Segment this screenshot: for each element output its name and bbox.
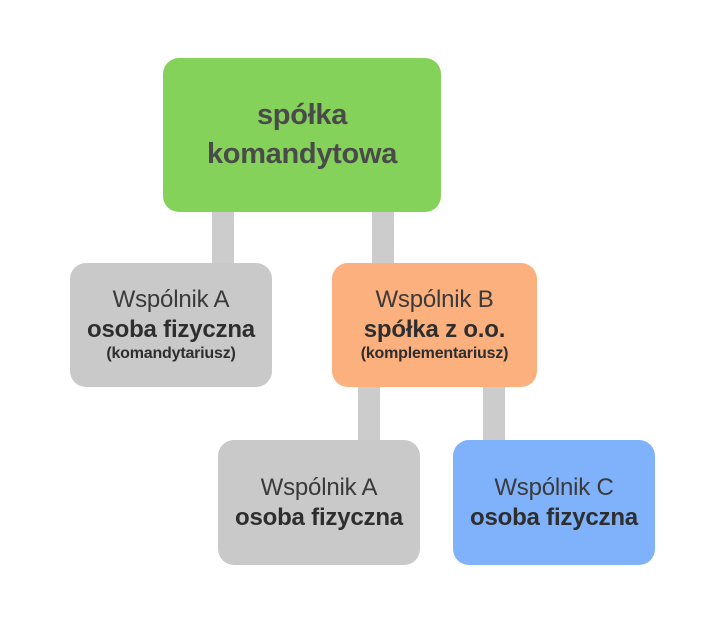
connector-partner-b-to-partner-a-sub (358, 382, 380, 444)
node-partner-b-main: spółka z o.o. (363, 315, 506, 343)
node-partner-a-sub-label: (komandytariusz) (106, 344, 236, 362)
node-partner-b[interactable]: Wspólnik B spółka z o.o. (komplementariu… (332, 263, 537, 387)
node-partner-a-sub-title: Wspólnik A (260, 474, 378, 502)
node-root-line-2: komandytowa (206, 138, 398, 170)
node-root-line-1: spółka (256, 98, 348, 131)
node-partner-a[interactable]: Wspólnik A osoba fizyczna (komandytarius… (70, 263, 272, 387)
node-partner-a-sub[interactable]: Wspólnik A osoba fizyczna (218, 440, 420, 565)
connector-root-to-partner-a (212, 205, 234, 267)
node-partner-a-main: osoba fizyczna (87, 315, 255, 343)
node-spolka-komandytowa[interactable]: spółka komandytowa (163, 58, 441, 212)
node-partner-a-sub-main: osoba fizyczna (235, 503, 403, 531)
node-partner-c-main: osoba fizyczna (470, 503, 638, 531)
node-partner-a-title: Wspólnik A (112, 286, 230, 314)
node-partner-b-title: Wspólnik B (375, 286, 494, 314)
node-partner-c[interactable]: Wspólnik C osoba fizyczna (453, 440, 655, 565)
node-partner-c-title: Wspólnik C (494, 474, 614, 502)
node-partner-b-sub-label: (komplementariusz) (360, 344, 509, 362)
connector-root-to-partner-b (372, 205, 394, 267)
connector-partner-b-to-partner-c (483, 382, 505, 444)
